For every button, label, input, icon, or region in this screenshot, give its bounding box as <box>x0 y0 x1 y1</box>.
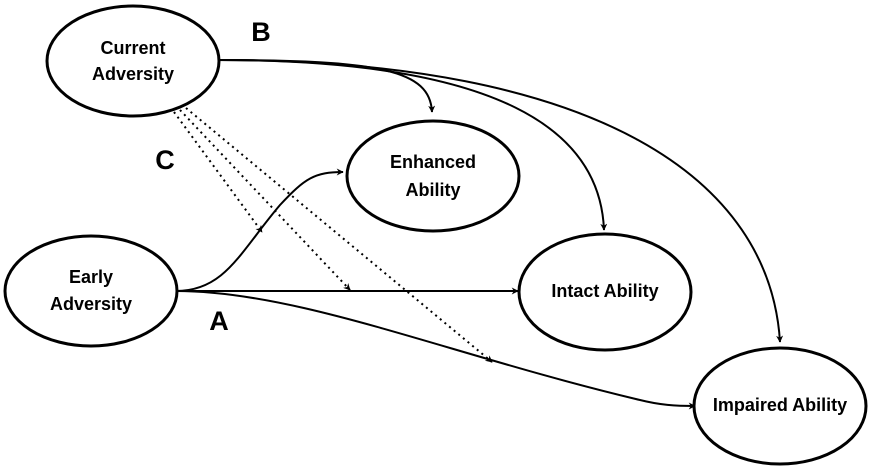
dotted-edge-to-early-intact <box>179 109 351 291</box>
node-enhanced-ability-line2: Ability <box>405 180 460 200</box>
path-label-b: B <box>251 17 271 47</box>
path-label-a: A <box>209 306 229 336</box>
node-intact-ability-label: Intact Ability <box>551 281 658 301</box>
dotted-edge-to-early-enhanced <box>173 111 263 233</box>
edge-early-to-impaired <box>175 290 696 410</box>
edge-current-to-impaired <box>217 59 784 343</box>
node-early-adversity-line1: Early <box>69 267 113 287</box>
node-current-adversity: Current Adversity <box>45 4 221 118</box>
node-current-adversity-line2: Adversity <box>92 64 174 84</box>
node-early-adversity-line2: Adversity <box>50 294 132 314</box>
path-c-edges <box>173 107 493 363</box>
node-early-adversity: Early Adversity <box>3 234 179 348</box>
path-a-edges <box>175 168 696 410</box>
path-label-c: C <box>155 145 175 175</box>
node-enhanced-ability: Enhanced Ability <box>345 119 521 233</box>
node-impaired-ability-label: Impaired Ability <box>713 395 847 415</box>
path-b-edges <box>217 59 784 343</box>
node-impaired-ability: Impaired Ability <box>692 346 868 466</box>
edge-current-to-enhanced <box>217 59 436 113</box>
node-intact-ability: Intact Ability <box>517 232 693 352</box>
node-current-adversity-line1: Current <box>100 38 165 58</box>
edge-early-to-enhanced <box>175 168 344 292</box>
node-enhanced-ability-line1: Enhanced <box>390 152 476 172</box>
dotted-edge-to-early-impaired <box>185 107 493 363</box>
